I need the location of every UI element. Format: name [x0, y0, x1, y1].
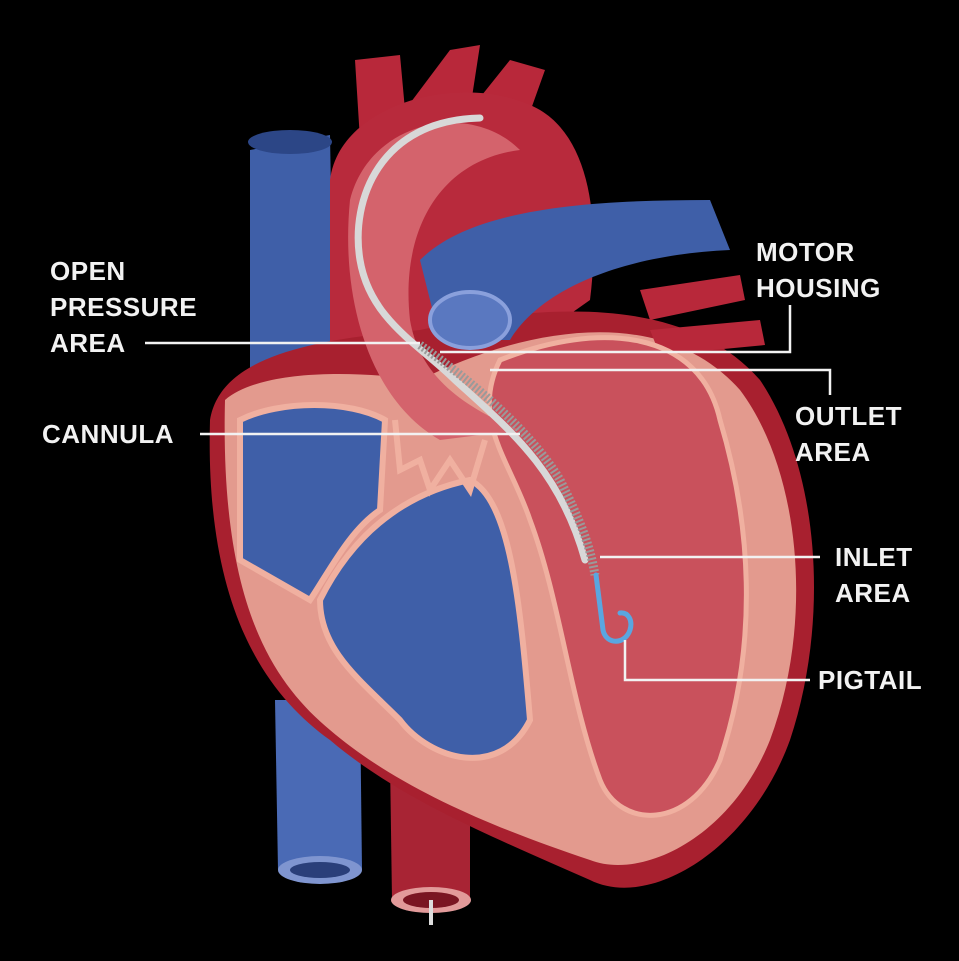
label-line: AREA	[50, 328, 126, 358]
label-open-pressure-area: OPEN PRESSURE AREA	[50, 253, 197, 361]
device-cannula-coil	[417, 341, 600, 576]
label-cannula: CANNULA	[42, 419, 175, 449]
label-inlet-area: INLET AREA	[835, 539, 913, 611]
label-line: MOTOR	[756, 237, 855, 267]
label-line: HOUSING	[756, 273, 881, 303]
label-pigtail: PIGTAIL	[818, 665, 923, 695]
label-motor-housing: MOTOR HOUSING	[756, 234, 881, 306]
label-line: OPEN	[50, 256, 126, 286]
leader-motor-housing	[440, 305, 792, 354]
label-line: OUTLET	[795, 401, 902, 431]
label-outlet-area: OUTLET AREA	[795, 398, 902, 470]
pigtail	[593, 572, 634, 644]
device-catheter	[354, 114, 589, 564]
leader-outlet-area	[490, 368, 832, 395]
label-line: PRESSURE	[50, 292, 198, 322]
leader-pigtail	[623, 640, 810, 682]
label-line: INLET	[835, 542, 913, 572]
right-atrium	[237, 402, 389, 604]
leader-lines	[145, 305, 832, 682]
left-ventricle	[486, 335, 749, 818]
aorta-lumen	[348, 122, 520, 441]
right-ventricle	[316, 476, 534, 761]
label-line: AREA	[795, 437, 871, 467]
label-line: AREA	[835, 578, 911, 608]
